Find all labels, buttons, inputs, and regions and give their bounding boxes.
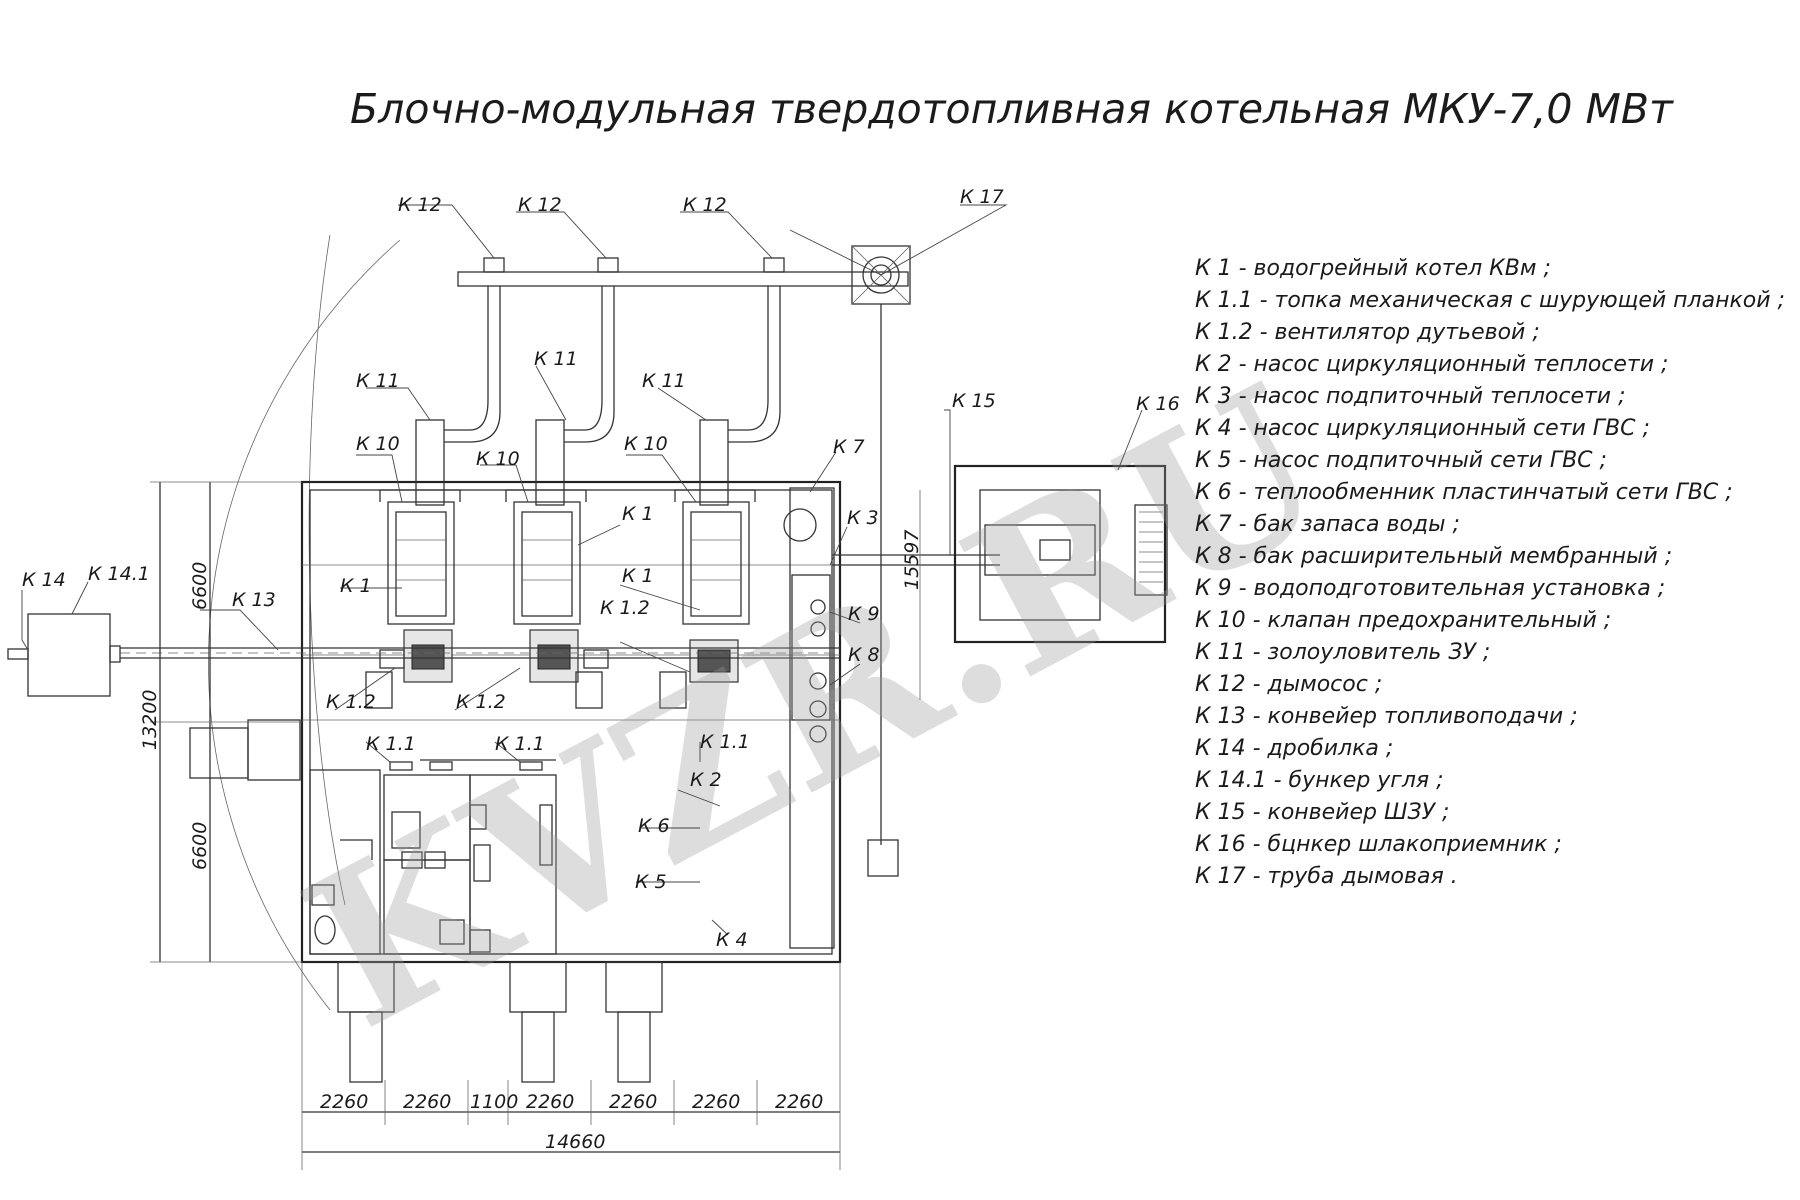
dim-2260-6: 2260 [775,1091,823,1113]
legend-item: К 5 - насос подпиточный сети ГВС ; [1195,448,1607,473]
legend-item: К 17 - труба дымовая . [1195,864,1458,889]
legend-item: К 6 - теплообменник пластинчатый сети ГВ… [1195,480,1733,505]
label-k11-c: К 11 [642,370,686,392]
legend-item: К 9 - водоподготовительная установка ; [1195,576,1665,601]
legend-item: К 1 - водогрейный котел КВм ; [1195,256,1551,281]
legend-item: К 7 - бак запаса воды ; [1195,512,1460,537]
label-k1-a: К 1 [340,575,372,597]
label-k9: К 9 [848,603,880,625]
label-k1-b: К 1 [622,503,654,525]
label-k1-c: К 1 [622,565,654,587]
fuel-conveyor [7,613,840,697]
legend-item: К 1.2 - вентилятор дутьевой ; [1195,320,1540,345]
legend-item: К 11 - золоуловитель ЗУ ; [1195,640,1490,665]
drawing-title: Блочно-модульная твердотопливная котельн… [350,85,1674,133]
legend-item: К 14 - дробилка ; [1195,736,1393,761]
bunker-stair [1139,511,1163,583]
legend-item: К 13 - конвейер топливоподачи ; [1195,704,1578,729]
crusher-k14 [27,613,111,697]
label-k6: К 6 [638,815,670,837]
dim-2260-5: 2260 [692,1091,740,1113]
label-k13: К 13 [232,589,276,611]
leader-lines [21,204,1143,936]
legend-item: К 10 - клапан предохранительный ; [1195,608,1611,633]
dim-2260-3: 2260 [526,1091,574,1113]
label-k7: К 7 [833,436,865,458]
legend-item: К 14.1 - бункер угля ; [1195,768,1444,793]
label-k1-1-c: К 1.1 [700,731,750,753]
label-k10-b: К 10 [476,448,520,470]
label-k10-c: К 10 [624,433,668,455]
dim-2260-1: 2260 [320,1091,368,1113]
label-k15: К 15 [952,390,996,412]
label-k1-1-b: К 1.1 [495,733,545,755]
flue-ducts [415,245,911,877]
boiler-3 [659,489,756,709]
boiler-2 [505,489,609,709]
legend-item: К 15 - конвейер ШЗУ ; [1195,800,1449,825]
label-k12-a: К 12 [398,194,442,216]
label-k12-b: К 12 [518,194,562,216]
legend-item: К 16 - бцнкер шлакоприемник ; [1195,832,1562,857]
label-k1-2-b: К 1.2 [456,691,506,713]
stairs [189,719,663,1083]
construction-arc-2 [308,234,346,906]
label-k14-1: К 14.1 [88,563,150,585]
dim-6600-top: 6600 [189,562,211,610]
legend: К 1 - водогрейный котел КВм ; К 1.1 - то… [1195,256,1785,889]
legend-item: К 4 - насос циркуляционный сети ГВС ; [1195,416,1650,441]
dim-13200: 13200 [139,690,161,750]
k7-tank [783,508,817,542]
dim-6600-bottom: 6600 [189,822,211,870]
label-k11-b: К 11 [534,348,578,370]
label-k1-1-a: К 1.1 [366,733,416,755]
label-k8: К 8 [848,644,880,666]
dim-14660: 14660 [545,1131,605,1153]
legend-item: К 3 - насос подпиточный теплосети ; [1195,384,1626,409]
label-k11-a: К 11 [356,370,400,392]
dimension-lines [150,481,921,1170]
service-rooms [309,759,557,955]
slag-bunker-k16 [953,464,1167,644]
legend-item: К 8 - бак расширительный мембранный ; [1195,544,1672,569]
dim-2260-2: 2260 [403,1091,451,1113]
construction-arc [208,239,401,1011]
dim-1100: 1100 [470,1091,518,1113]
label-k1-2-a: К 1.2 [326,691,376,713]
label-k1-2-c: К 1.2 [600,597,650,619]
label-k4: К 4 [716,929,748,951]
boiler-1 [365,489,461,709]
slag-area [832,464,1168,644]
legend-item: К 2 - насос циркуляционный теплосети ; [1195,352,1668,377]
label-k16: К 16 [1136,393,1180,415]
dim-2260-4: 2260 [609,1091,657,1113]
label-k10-a: К 10 [356,433,400,455]
label-k5: К 5 [635,871,667,893]
legend-item: К 1.1 - топка механическая с шурующей пл… [1195,288,1785,313]
legend-item: К 12 - дымосос ; [1195,672,1382,697]
label-k3: К 3 [847,507,879,529]
dim-15597: 15597 [901,530,923,590]
label-k14: К 14 [22,569,66,591]
label-k2: К 2 [690,769,722,791]
label-k12-c: К 12 [683,194,727,216]
label-k17: К 17 [960,186,1004,208]
